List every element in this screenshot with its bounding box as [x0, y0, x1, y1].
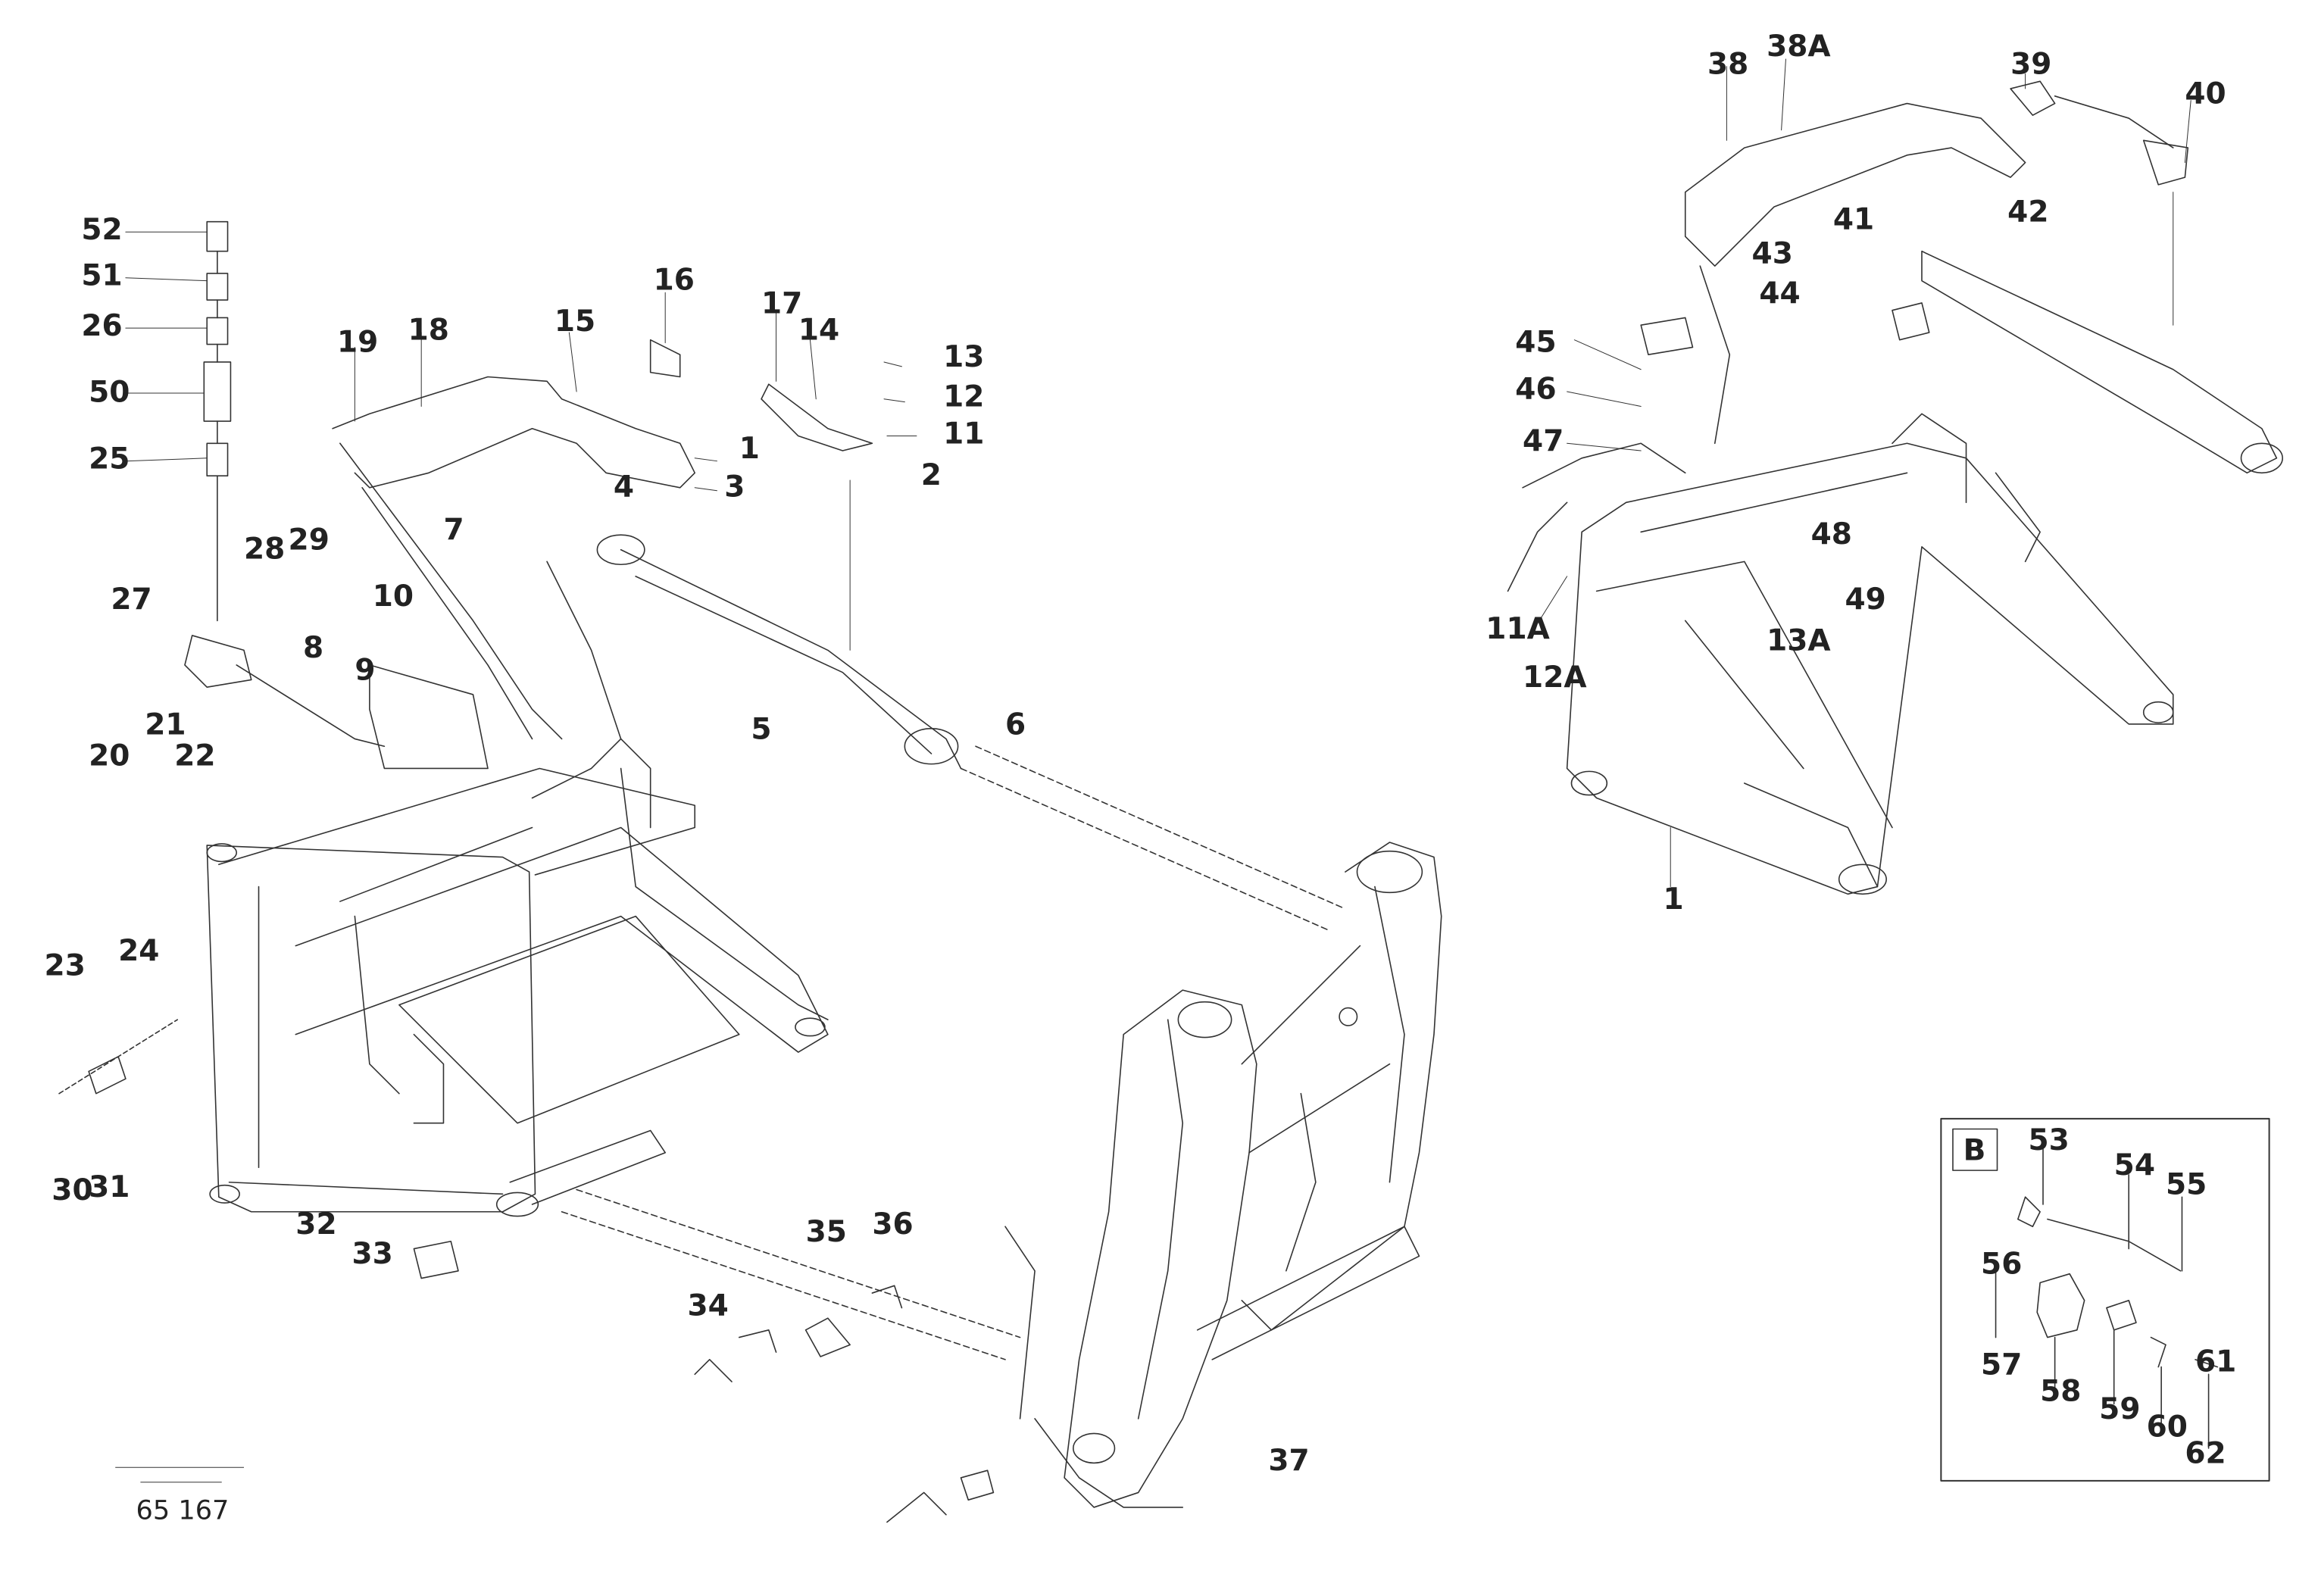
callout: 42: [2007, 195, 2048, 230]
callout: 5: [751, 712, 771, 746]
callout: 37: [1268, 1444, 1309, 1478]
callouts-main: 52 51 26 50 25 27 28 29 19 18 15 16 17 1…: [45, 213, 1310, 1478]
coupler-frame: [1005, 842, 1442, 1507]
callout: 20: [89, 739, 130, 773]
callout: 45: [1515, 325, 1556, 359]
callout: 52: [81, 213, 122, 247]
callout: 57: [1981, 1348, 2022, 1382]
callout: 58: [2040, 1374, 2081, 1408]
callout: 16: [654, 263, 695, 297]
callout: 21: [145, 708, 186, 742]
callout: 47: [1523, 424, 1564, 458]
callout: 31: [89, 1170, 130, 1204]
callout: 2: [921, 458, 942, 492]
callout: 3: [724, 470, 745, 504]
callout: 51: [81, 259, 122, 293]
callout: 50: [89, 376, 130, 410]
callout: 59: [2099, 1392, 2140, 1426]
callout: 29: [289, 523, 330, 558]
callout: 22: [174, 739, 215, 773]
callout: 30: [52, 1173, 92, 1207]
callout: 60: [2147, 1410, 2188, 1444]
bottom-hardware: [59, 1020, 993, 1522]
callout: 36: [872, 1207, 913, 1242]
callout: 24: [118, 934, 159, 968]
callout: 34: [687, 1288, 728, 1323]
callout: 1: [739, 432, 760, 466]
callout: 62: [2185, 1436, 2226, 1470]
callout: 15: [555, 305, 595, 339]
callout: 39: [2010, 48, 2051, 82]
callout: 53: [2029, 1123, 2070, 1157]
connecting-rods: [562, 746, 1345, 1360]
callout: 6: [1005, 708, 1026, 742]
inset-label: B: [1963, 1133, 1986, 1167]
callout: 13: [943, 340, 984, 374]
leader-lines: [126, 59, 2191, 887]
callout: 54: [2114, 1148, 2155, 1182]
callout: 49: [1845, 582, 1886, 617]
callout: 41: [1833, 202, 1874, 236]
callout: 8: [303, 631, 323, 665]
callout: 26: [81, 309, 122, 343]
callout: 17: [761, 287, 802, 321]
callout: 12A: [1523, 661, 1587, 695]
callout: 46: [1515, 373, 1556, 407]
callout: 27: [111, 582, 152, 617]
callout: 32: [295, 1207, 336, 1242]
valve-stack: [185, 222, 488, 769]
callout: 9: [355, 653, 375, 687]
callout: 35: [806, 1215, 847, 1249]
drawing-reference: 65 167: [115, 1467, 244, 1526]
secondary-assembly: [1508, 81, 2283, 894]
callout: 56: [1981, 1248, 2022, 1282]
callout: 33: [351, 1237, 392, 1271]
callout: 1: [1663, 882, 1683, 917]
callout: 19: [337, 325, 378, 359]
callout: 23: [45, 949, 86, 983]
callout: 43: [1752, 236, 1793, 270]
callout: 44: [1759, 276, 1800, 311]
fork-frame: [207, 739, 828, 1216]
callout: 40: [2185, 77, 2226, 111]
callout: 28: [244, 532, 285, 566]
callout: 55: [2166, 1167, 2207, 1201]
callout: 38: [1707, 48, 1748, 82]
callout: 10: [373, 579, 414, 614]
lift-arm: [333, 340, 961, 769]
callout: 7: [443, 513, 464, 547]
callout: 18: [408, 314, 449, 348]
callouts-secondary: 38 38A 39 40 41 42 43 44 45 46 47 48 49 …: [1485, 30, 2226, 917]
callout: 14: [798, 314, 839, 348]
callout: 48: [1811, 517, 1852, 551]
callout: 12: [943, 380, 984, 414]
callout: 38A: [1767, 30, 1831, 64]
callout: 25: [89, 442, 130, 476]
callout: 13A: [1767, 623, 1831, 657]
drawing-reference-number: 65 167: [136, 1495, 230, 1526]
callout: 4: [614, 470, 634, 504]
callout: 11A: [1485, 612, 1550, 646]
callout: 61: [2195, 1345, 2236, 1379]
callouts-inset: B 53 54 55 56 57 58 59 60 61 62: [1963, 1123, 2237, 1471]
inset-detail: [1941, 1119, 2269, 1481]
callout: 11: [943, 417, 984, 451]
